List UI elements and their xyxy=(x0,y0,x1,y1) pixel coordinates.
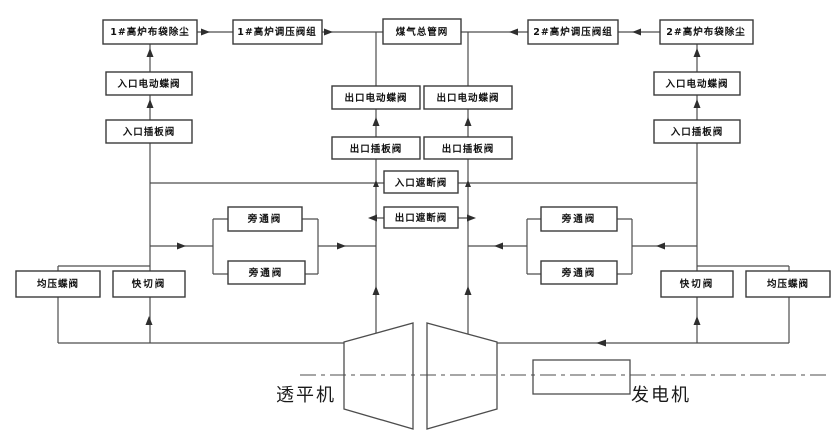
node-outlet-motor-butterfly-valve-right: 出口电动蝶阀 xyxy=(423,85,513,110)
node-1-pressure-regulating-group: 1#高炉调压阀组 xyxy=(232,19,323,45)
node-bypass-valve-right-bottom: 旁通阀 xyxy=(540,260,618,285)
arrow-left-icon xyxy=(509,28,518,36)
node-label: 旁通阀 xyxy=(561,267,597,279)
node-2-baghouse: 2#高炉布袋除尘 xyxy=(659,19,754,45)
node-label: 入口电动蝶阀 xyxy=(116,78,180,90)
node-outlet-gate-valve-left: 出口插板阀 xyxy=(331,136,421,160)
node-label: 快切阀 xyxy=(680,278,715,290)
node-label: 均压蝶阀 xyxy=(37,278,79,290)
node-inlet-motor-butterfly-valve-left: 入口电动蝶阀 xyxy=(105,71,193,96)
arrow-up-icon xyxy=(372,117,380,126)
node-label: 旁通阀 xyxy=(248,267,284,279)
arrow-up-icon xyxy=(693,48,701,57)
node-outlet-shutoff-valve: 出口遮断阀 xyxy=(383,206,459,229)
node-label: 出口插板阀 xyxy=(442,143,495,155)
flow-arrows xyxy=(145,28,701,347)
arrow-up-icon xyxy=(464,117,472,126)
pipe-network xyxy=(57,31,790,344)
node-label: 出口遮断阀 xyxy=(395,212,448,224)
arrow-up-icon xyxy=(372,286,380,295)
node-label: 出口插板阀 xyxy=(350,143,403,155)
node-bypass-valve-left-bottom: 旁通阀 xyxy=(227,260,306,285)
node-label: 均压蝶阀 xyxy=(767,278,809,290)
arrow-up-icon xyxy=(373,180,379,187)
arrow-right-icon xyxy=(201,28,210,36)
arrow-up-icon xyxy=(693,316,701,325)
arrow-right-icon xyxy=(177,242,186,250)
node-label: 1#高炉调压阀组 xyxy=(237,26,317,38)
node-quick-cut-valve-right: 快切阀 xyxy=(660,270,734,298)
node-bypass-valve-left-top: 旁通阀 xyxy=(227,206,303,232)
arrow-up-icon xyxy=(693,99,701,108)
node-bypass-valve-right-top: 旁通阀 xyxy=(540,206,618,232)
arrow-right-icon xyxy=(337,242,346,250)
arrow-left-icon xyxy=(368,214,377,222)
node-label: 入口电动蝶阀 xyxy=(664,78,728,90)
node-quick-cut-valve-left: 快切阀 xyxy=(112,270,186,298)
arrow-left-icon xyxy=(596,339,606,347)
turbine-symbol-left-casing xyxy=(343,322,414,430)
node-inlet-gate-valve-left: 入口插板阀 xyxy=(105,119,193,144)
arrow-up-icon xyxy=(146,48,154,57)
arrow-left-icon xyxy=(494,242,503,250)
node-outlet-motor-butterfly-valve-left: 出口电动蝶阀 xyxy=(331,85,421,110)
generator-label: 发电机 xyxy=(631,385,691,406)
arrow-left-icon xyxy=(632,28,641,36)
arrow-right-icon xyxy=(467,214,476,222)
node-2-pressure-regulating-group: 2#高炉调压阀组 xyxy=(527,19,619,45)
node-label: 2#高炉调压阀组 xyxy=(533,26,613,38)
node-inlet-gate-valve-right: 入口插板阀 xyxy=(653,119,741,144)
arrow-up-icon xyxy=(145,316,153,325)
node-inlet-motor-butterfly-valve-right: 入口电动蝶阀 xyxy=(653,71,741,96)
turbine-label: 透平机 xyxy=(276,385,336,406)
node-1-baghouse: 1#高炉布袋除尘 xyxy=(102,19,198,45)
node-label: 1#高炉布袋除尘 xyxy=(110,26,190,38)
node-equalizing-butterfly-valve-left: 均压蝶阀 xyxy=(15,270,101,298)
node-label: 出口电动蝶阀 xyxy=(344,92,407,104)
node-inlet-shutoff-valve: 入口遮断阀 xyxy=(383,170,459,194)
arrow-right-icon xyxy=(324,28,333,36)
node-outlet-gate-valve-right: 出口插板阀 xyxy=(423,136,513,160)
arrow-left-icon xyxy=(656,242,665,250)
node-label: 旁通阀 xyxy=(247,213,283,225)
turbine-symbol-right-casing xyxy=(426,322,498,430)
node-label: 煤气总管网 xyxy=(396,26,449,38)
node-label: 2#高炉布袋除尘 xyxy=(666,26,746,38)
turbine-generator-train: 透平机 发电机 xyxy=(276,322,828,430)
node-label: 快切阀 xyxy=(132,278,167,290)
node-label: 出口电动蝶阀 xyxy=(436,92,499,104)
node-label: 入口插板阀 xyxy=(122,126,176,138)
arrow-up-icon xyxy=(464,286,472,295)
arrow-up-icon xyxy=(465,180,471,187)
node-equalizing-butterfly-valve-right: 均压蝶阀 xyxy=(745,270,831,298)
node-gas-main: 煤气总管网 xyxy=(382,18,462,45)
node-label: 旁通阀 xyxy=(561,213,597,225)
arrow-up-icon xyxy=(146,99,154,108)
node-label: 入口插板阀 xyxy=(670,126,724,138)
node-label: 入口遮断阀 xyxy=(394,177,448,189)
generator-symbol xyxy=(532,359,631,395)
